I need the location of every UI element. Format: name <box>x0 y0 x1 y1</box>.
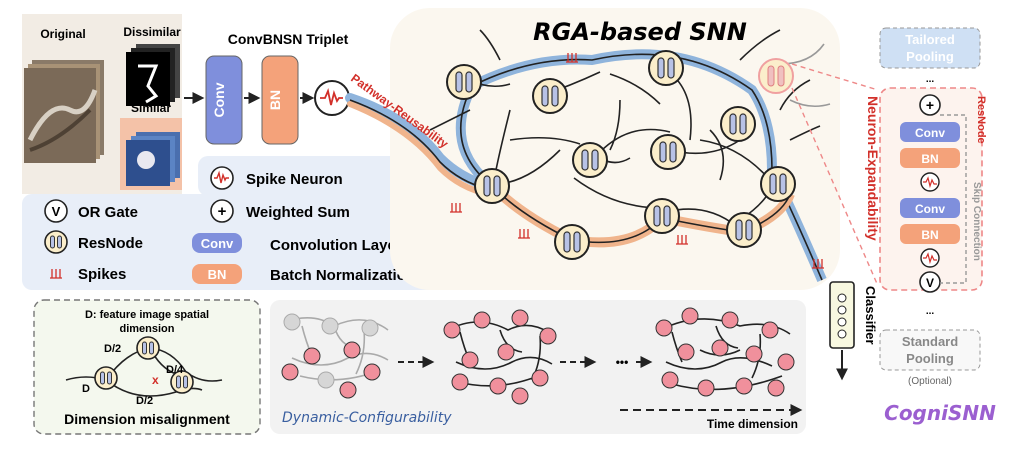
d-quarter: D/4 <box>166 364 184 376</box>
legend-conv-layer: Convolution Layer <box>270 237 402 254</box>
snapshot-2 <box>443 309 557 405</box>
legend-weighted-sum: Weighted Sum <box>246 204 350 221</box>
d-half-top: D/2 <box>104 343 121 355</box>
resnode-panel: Tailored Pooling ... ResNode Neuron-Expa… <box>791 27 987 387</box>
spikes-icon <box>49 268 63 279</box>
legend-spikes: Spikes <box>78 266 126 283</box>
input-image-stack: Original Dissimilar Similar <box>22 14 182 194</box>
spike-neuron-block <box>314 80 350 116</box>
dynamic-panel: ••• Dynamic-Configurability Time dimensi… <box>270 300 806 434</box>
snn-network: RGA-based SNN Pathway-Reusability <box>345 8 840 290</box>
resnode-icon <box>44 230 68 254</box>
dynamic-ellipsis: ••• <box>616 355 629 369</box>
panel-dots-bottom: ... <box>926 306 935 317</box>
snapshot-1 <box>281 313 389 399</box>
dimension-caption: Dimension misalignment <box>64 411 230 427</box>
expandability-label: Neuron-Expandability <box>865 96 881 241</box>
dissimilar-image <box>126 44 180 106</box>
snapshot-3 <box>655 307 795 397</box>
panel-resnode-label: ResNode <box>975 96 987 144</box>
standard-pooling-2: Pooling <box>906 351 954 366</box>
panel-or: V <box>926 276 934 290</box>
snn-title: RGA-based SNN <box>533 18 747 46</box>
dissimilar-label: Dissimilar <box>123 25 181 39</box>
weighted-sum-icon <box>210 199 234 223</box>
panel-bn-1: BN <box>921 152 938 166</box>
similar-label: Similar <box>131 101 171 115</box>
legend-resnode: ResNode <box>78 235 143 252</box>
conv-block: Conv <box>205 55 243 145</box>
svg-text:x: x <box>152 373 159 387</box>
legend-batch-norm: Batch Normalization <box>270 267 415 284</box>
panel-plus: + <box>926 97 934 113</box>
weighted-sum-symbol: + <box>218 203 227 220</box>
d-label: D <box>82 383 90 395</box>
dynamic-caption: Dynamic-Configurability <box>282 410 452 426</box>
brand-logo: CogniSNN <box>884 401 996 425</box>
panel-dots-top: ... <box>926 74 935 85</box>
highlighted-resnode <box>758 58 794 94</box>
original-label: Original <box>40 27 85 41</box>
or-gate-icon <box>44 199 68 223</box>
tailored-pooling-2: Pooling <box>906 49 954 64</box>
panel-conv-2: Conv <box>915 202 945 216</box>
legend-or-gate: OR Gate <box>78 204 138 221</box>
optional-label: (Optional) <box>908 376 952 387</box>
similar-image <box>120 118 182 190</box>
legend-spike-neuron: Spike Neuron <box>246 171 343 188</box>
bn-legend-icon <box>192 264 242 284</box>
classifier-block: Classifier <box>829 281 878 381</box>
triplet-title: ConvBNSN Triplet <box>228 31 349 47</box>
conv-legend-icon <box>192 233 242 253</box>
dimension-box: D: feature image spatial dimension x D/2… <box>33 299 261 435</box>
conv-block-label: Conv <box>211 82 227 117</box>
time-dimension-label: Time dimension <box>707 417 798 431</box>
or-gate-symbol: V <box>52 204 61 219</box>
bn-block: BN <box>261 55 299 145</box>
conv-legend-symbol: Conv <box>201 236 234 251</box>
dimension-title-1: D: feature image spatial <box>85 309 209 321</box>
standard-pooling-1: Standard <box>902 334 958 349</box>
dimension-title-2: dimension <box>119 323 174 335</box>
bn-legend-symbol: BN <box>208 267 227 282</box>
original-image <box>24 60 104 163</box>
tailored-pooling-1: Tailored <box>905 32 955 47</box>
panel-conv-1: Conv <box>915 126 945 140</box>
d-half-bottom: D/2 <box>136 395 153 407</box>
skip-connection-label: Skip Connection <box>971 182 982 261</box>
bn-block-label: BN <box>267 90 283 110</box>
classifier-label: Classifier <box>863 286 878 345</box>
spike-neuron-icon <box>210 166 234 190</box>
panel-bn-2: BN <box>921 228 938 242</box>
